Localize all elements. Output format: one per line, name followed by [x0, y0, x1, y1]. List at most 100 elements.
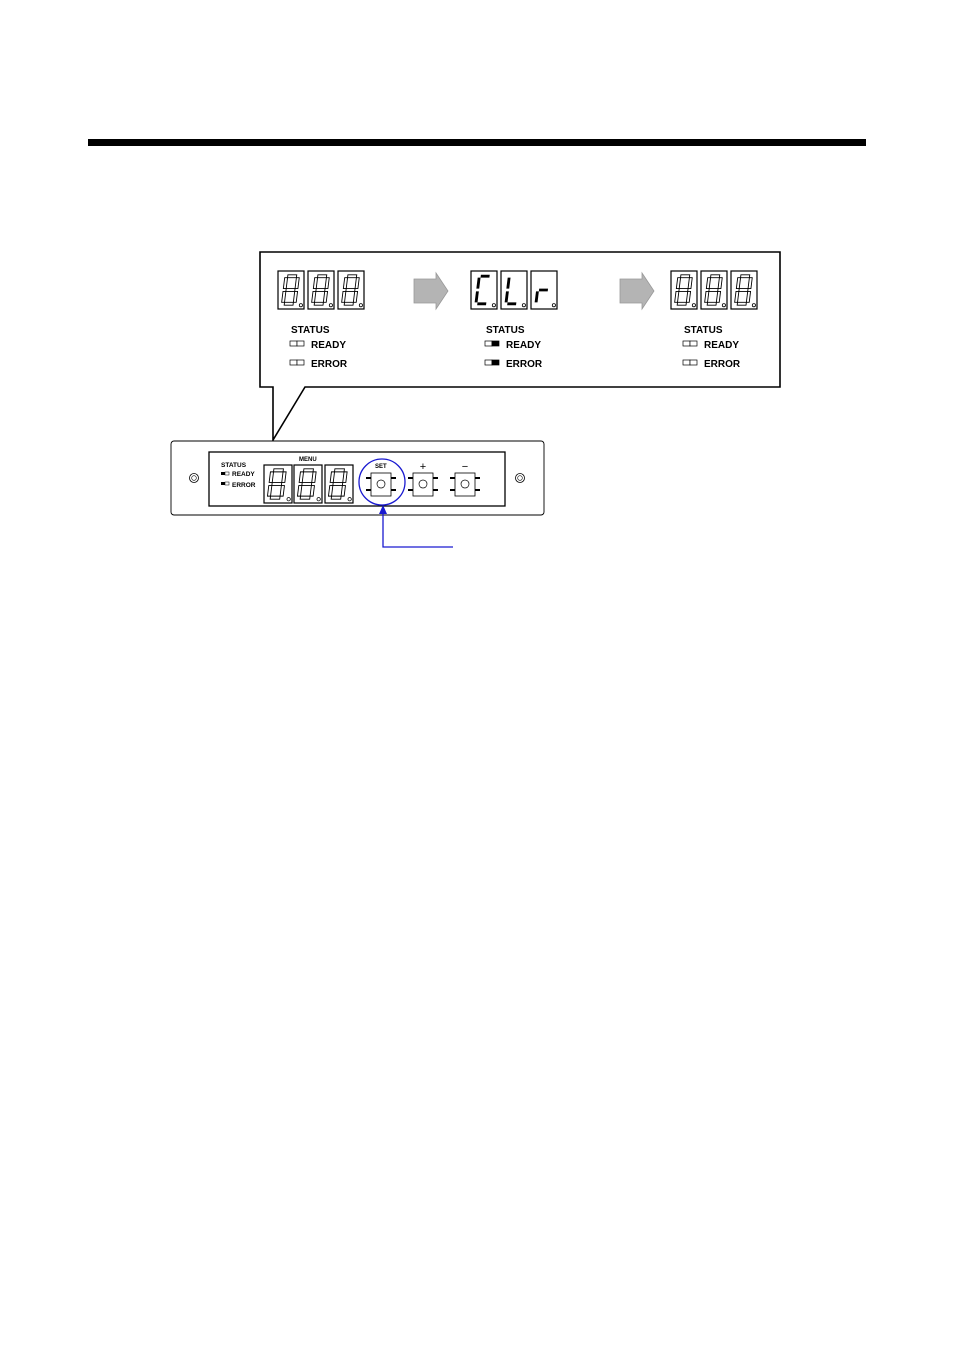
- digit-segments: [311, 274, 330, 306]
- digit-segments: [327, 468, 348, 500]
- segment-b: [342, 471, 348, 483]
- state-3-error-led-left: [682, 359, 691, 366]
- segment-a: [740, 274, 751, 279]
- minus-button[interactable]: [450, 472, 480, 497]
- segment-a: [710, 274, 721, 279]
- state-1-ready-label: READY: [311, 340, 346, 351]
- seven-segment-digit: [530, 270, 558, 310]
- state-3-group: STATUS READY ERROR: [670, 270, 758, 370]
- decimal-point: [298, 303, 303, 308]
- seven-segment-digit: [700, 270, 728, 310]
- segment-d: [706, 301, 717, 306]
- segment-e: [296, 485, 303, 497]
- digit-segments: [734, 274, 753, 306]
- segment-a: [287, 274, 298, 279]
- state-2-group: STATUS READY ERROR: [470, 270, 558, 370]
- segment-e: [311, 290, 317, 303]
- set-highlight-circle: [358, 458, 406, 506]
- state-2-ready-label: READY: [506, 340, 541, 351]
- decimal-point: [286, 497, 291, 502]
- segment-c: [322, 290, 329, 303]
- segment-g: [708, 288, 719, 292]
- digit-segments: [266, 468, 287, 500]
- segment-a: [334, 468, 345, 473]
- state-3-display: [670, 270, 758, 310]
- state-1-group: STATUS READY ERROR: [277, 270, 365, 370]
- decimal-point: [521, 303, 526, 308]
- state-1-error-led-left: [289, 359, 298, 366]
- segment-f: [675, 277, 682, 290]
- segment-g: [678, 288, 689, 292]
- segment-d: [330, 495, 342, 500]
- state-2-error-led: [491, 359, 500, 366]
- state-1-ready-led-left: [289, 340, 298, 347]
- right-arrow-icon: [619, 271, 655, 311]
- segment-e: [734, 290, 740, 303]
- state-2-display: [470, 270, 558, 310]
- digit-segments: [674, 274, 693, 306]
- decimal-point: [721, 303, 726, 308]
- state-3-ready-led: [689, 340, 698, 347]
- state-1-error-label: ERROR: [311, 359, 348, 370]
- panel-ready-led-right: [224, 471, 230, 476]
- segment-c: [715, 290, 722, 303]
- segment-g: [301, 482, 313, 486]
- page-header-rule: [88, 139, 866, 146]
- callout-bubble: [259, 251, 781, 443]
- segment-a: [347, 274, 358, 279]
- panel-status-title: STATUS: [221, 462, 247, 469]
- segment-e: [674, 290, 680, 303]
- segment-g: [332, 482, 344, 486]
- panel-display: [263, 464, 354, 504]
- segment-f: [312, 277, 319, 290]
- panel-error-led: [221, 482, 225, 485]
- segment-d: [283, 301, 294, 306]
- decimal-point: [691, 303, 696, 308]
- state-3-ready-led-left: [682, 340, 691, 347]
- segment-b: [747, 277, 753, 290]
- segment-f: [705, 277, 712, 290]
- digit-segments: [341, 274, 360, 306]
- decimal-point: [551, 303, 556, 308]
- control-panel: STATUS READY ERROR MENU SET +: [170, 440, 545, 548]
- segment-f: [268, 471, 275, 483]
- segment-a: [480, 274, 490, 278]
- state-2-status-title: STATUS: [486, 325, 525, 336]
- segment-c: [292, 290, 299, 303]
- segment-f: [329, 471, 336, 483]
- panel-ready-led: [221, 472, 225, 475]
- segment-a: [680, 274, 691, 279]
- seven-segment-digit: [293, 464, 323, 504]
- segment-f: [476, 277, 481, 289]
- seven-segment-digit: [263, 464, 293, 504]
- decimal-point: [751, 303, 756, 308]
- segment-b: [687, 277, 693, 290]
- state-3-error-label: ERROR: [704, 359, 741, 370]
- set-button[interactable]: [366, 472, 396, 497]
- state-1-display: [277, 270, 365, 310]
- decimal-point: [316, 497, 321, 502]
- plus-button[interactable]: [408, 472, 438, 497]
- segment-c: [279, 485, 285, 497]
- segment-e: [341, 290, 347, 303]
- segment-f: [735, 277, 742, 290]
- segment-e: [704, 290, 710, 303]
- panel-error-label: ERROR: [232, 482, 256, 489]
- segment-g: [538, 288, 549, 292]
- segment-d: [313, 301, 324, 306]
- digit-segments: [534, 288, 549, 303]
- digit-segments: [504, 277, 517, 306]
- seven-segment-digit: [470, 270, 498, 310]
- digit-segments: [474, 274, 490, 306]
- state-2-error-led-left: [484, 359, 493, 366]
- segment-b: [324, 277, 330, 290]
- segment-b: [354, 277, 360, 290]
- segment-g: [315, 288, 326, 292]
- segment-c: [685, 290, 692, 303]
- digit-segments: [704, 274, 723, 306]
- seven-segment-digit: [307, 270, 335, 310]
- segment-e: [327, 485, 334, 497]
- segment-c: [309, 485, 315, 497]
- state-3-error-led: [689, 359, 698, 366]
